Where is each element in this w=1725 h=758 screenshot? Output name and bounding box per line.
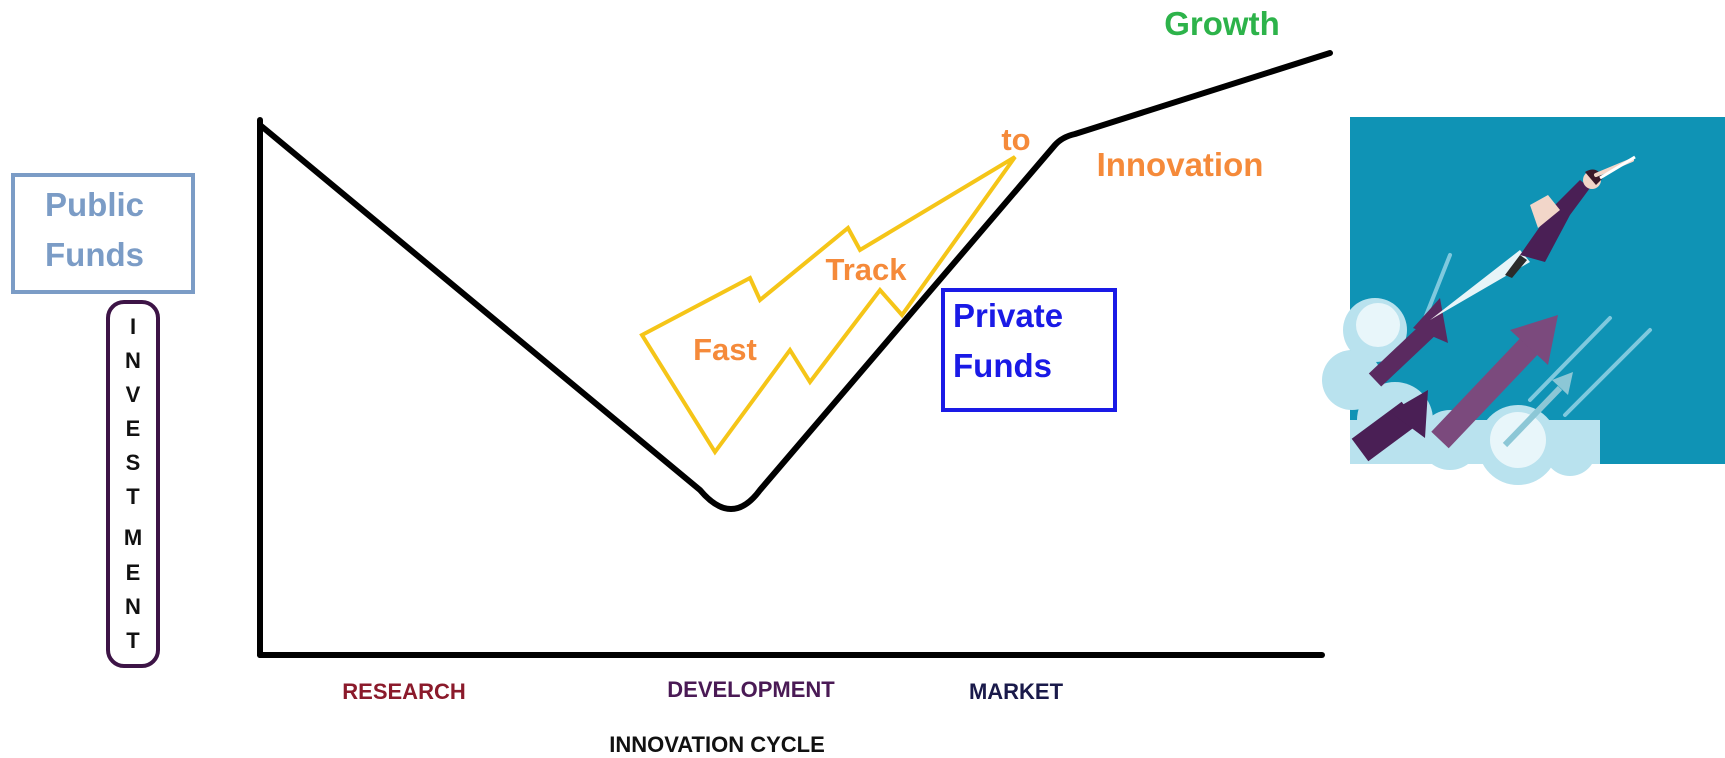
- stage-development: DEVELOPMENT: [667, 677, 835, 702]
- public-funds-line-1: Public: [45, 186, 144, 223]
- innovation-label: Innovation: [1097, 146, 1264, 183]
- speed-streaks: [1423, 253, 1652, 417]
- cloud-highlight: [1356, 303, 1546, 468]
- investment-letter: T: [126, 484, 140, 509]
- investment-letter: S: [126, 450, 141, 475]
- fast-track-arrow: [639, 155, 1017, 456]
- private-funds-line-1: Private: [953, 297, 1063, 334]
- arrow-up-icon: [1431, 315, 1558, 449]
- arrow-up-icon: [1351, 390, 1428, 462]
- growth-label: Growth: [1164, 5, 1279, 42]
- rocket-businesswoman-illustration: [1322, 117, 1725, 485]
- investment-box: [106, 300, 160, 668]
- public-funds-line-2: Funds: [45, 236, 144, 273]
- stage-market: MARKET: [969, 679, 1064, 704]
- arrow-up-icon: [1368, 298, 1448, 387]
- arrow-up-icon: [1502, 372, 1573, 448]
- investment-letter: M: [124, 525, 142, 550]
- investment-letter: N: [125, 348, 141, 373]
- public-funds-box: [11, 173, 195, 294]
- x-axis-title: INNOVATION CYCLE: [609, 732, 825, 757]
- investment-letter: T: [126, 628, 140, 653]
- investment-letters: I N V E S T M E N T: [124, 314, 142, 653]
- jet-trail: [1430, 250, 1530, 320]
- to-label: to: [1001, 122, 1030, 157]
- investment-curve: [257, 50, 1333, 512]
- stage-research: RESEARCH: [342, 679, 465, 704]
- investment-letter: I: [130, 314, 136, 339]
- private-funds-line-2: Funds: [953, 347, 1052, 384]
- private-funds-box: [941, 288, 1117, 412]
- track-label: Track: [825, 252, 907, 287]
- fast-label: Fast: [693, 332, 757, 367]
- investment-letter: N: [125, 594, 141, 619]
- investment-letter: V: [126, 382, 141, 407]
- investment-letter: E: [126, 416, 141, 441]
- investment-letter: E: [126, 560, 141, 585]
- flying-woman-icon: [1505, 155, 1636, 278]
